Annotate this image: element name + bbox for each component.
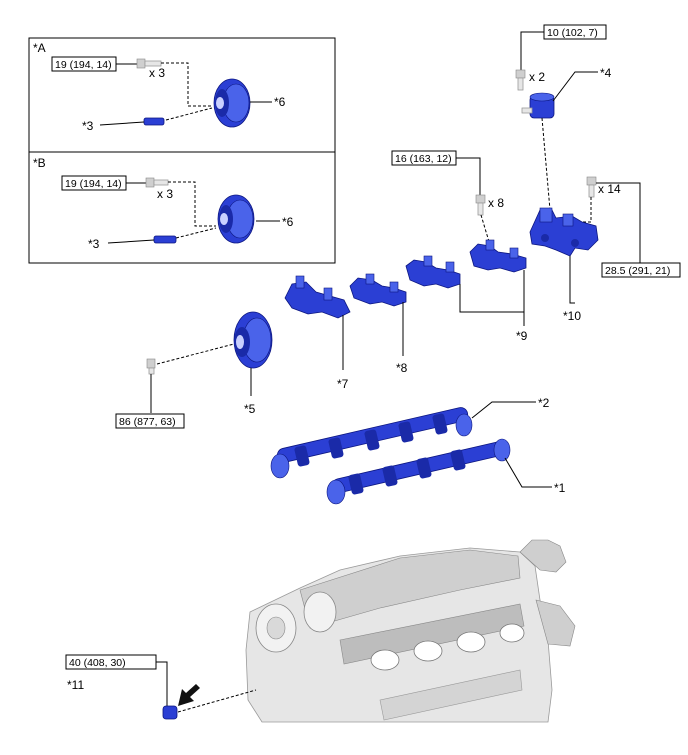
panel-b-sprocket-icon (217, 194, 255, 244)
torque-box-28-5 (601, 262, 681, 278)
panel-a-gear-callout: *6 (274, 95, 286, 109)
callout-10: *10 (563, 309, 581, 323)
camshaft-2-icon (270, 407, 473, 479)
torque-28-5: 28.5 (291, 21) (605, 265, 670, 277)
panel-b-frame (28, 151, 336, 264)
torque-16: 16 (163, 12) (395, 153, 452, 165)
camshaft-sprocket-icon (233, 311, 273, 369)
callout-2: *2 (538, 396, 550, 410)
panel-a-pin-icon (143, 117, 165, 126)
torque-40: 40 (408, 30) (69, 657, 126, 669)
bearing-cap-7-icon (284, 275, 351, 319)
quantity-x2: x 2 (529, 70, 545, 84)
panel-a-title: *A (33, 41, 46, 55)
panel-a-quantity: x 3 (149, 66, 165, 80)
panel-a-frame (28, 37, 336, 153)
oil-control-valve-icon (521, 92, 555, 119)
callout-8: *8 (396, 361, 408, 375)
callout-1: *1 (554, 481, 566, 495)
panel-a-torque: 19 (194, 14) (55, 59, 112, 71)
arrow-down-icon (178, 684, 200, 706)
callout-5: *5 (244, 402, 256, 416)
quantity-x8: x 8 (488, 196, 504, 210)
torque-86: 86 (877, 63) (119, 416, 176, 428)
panel-b-bolt-icon (145, 177, 169, 188)
panel-a-sprocket-icon (213, 78, 251, 128)
torque-10: 10 (102, 7) (547, 27, 598, 39)
torque-box-86 (115, 413, 185, 429)
panel-b-quantity: x 3 (157, 187, 173, 201)
camshaft-1-icon (326, 438, 511, 505)
sprocket-bolt-icon (146, 358, 156, 375)
panel-b-torque: 19 (194, 14) (65, 178, 122, 190)
bearing-cap-9b-icon (405, 255, 461, 289)
panel-b-gear-callout: *6 (282, 215, 294, 229)
callout-11: *11 (67, 678, 84, 692)
callout-9: *9 (516, 329, 528, 343)
callout-7: *7 (337, 377, 349, 391)
panel-b-pin-icon (153, 235, 177, 244)
bolt-x8-icon (475, 194, 486, 216)
panel-a-pin-callout: *3 (82, 119, 94, 133)
engine-cylinder-head-illustration (245, 539, 576, 723)
quantity-x14: x 14 (598, 182, 621, 196)
bearing-cap-8-icon (349, 273, 407, 307)
bolt-x2-icon (515, 69, 526, 91)
plug-icon (162, 705, 178, 720)
bearing-cap-9a-icon (469, 239, 527, 273)
panel-b-title: *B (33, 156, 46, 170)
bolt-x14-icon (586, 176, 597, 198)
panel-b-pin-callout: *3 (88, 237, 100, 251)
callout-4: *4 (600, 66, 612, 80)
camshaft-housing-icon (529, 207, 599, 257)
